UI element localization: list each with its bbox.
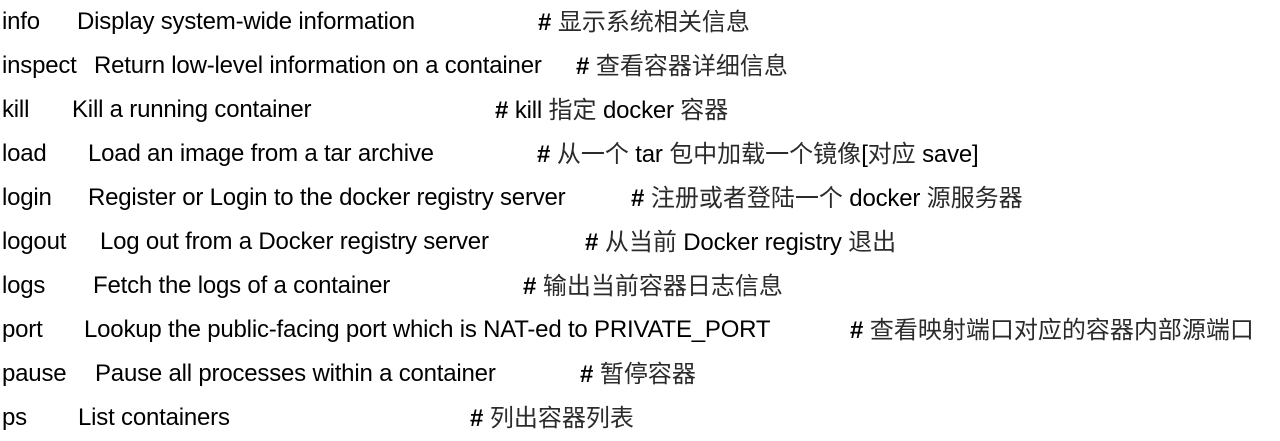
command-description: List containers <box>78 404 230 431</box>
command-name: logs <box>2 272 46 299</box>
command-comment-text: 从当前 Docker registry 退出 <box>604 228 897 256</box>
comment-han-run: 容器 <box>680 96 729 124</box>
comment-latin-run: kill <box>514 97 549 124</box>
hash-icon: # <box>585 229 599 256</box>
hash-icon: # <box>495 97 509 124</box>
command-description: Return low-level information on a contai… <box>94 52 542 79</box>
command-comment-text: 显示系统相关信息 <box>557 8 750 36</box>
comment-latin-run: docker <box>596 97 681 124</box>
command-name: logout <box>2 228 67 255</box>
command-description: Log out from a Docker registry server <box>100 228 489 255</box>
comment-latin-run: [ <box>861 141 868 168</box>
comment-han-run: 从一个 <box>556 140 629 168</box>
comment-latin-run: docker <box>842 185 927 212</box>
comment-han-run: 包中加载一个镜像 <box>669 140 862 168</box>
hash-icon: # <box>537 141 551 168</box>
command-row: login Register or Login to the docker reg… <box>0 176 1280 220</box>
hash-icon: # <box>538 9 552 36</box>
comment-han-run: 注册或者登陆一个 <box>650 184 843 212</box>
command-row: inspect Return low-level information on a… <box>0 44 1280 88</box>
comment-han-run: 退出 <box>848 228 897 256</box>
comment-han-run: 暂停容器 <box>599 360 696 388</box>
command-name: pause <box>2 360 67 387</box>
hash-icon: # <box>580 361 594 388</box>
command-row: logout Log out from a Docker registry ser… <box>0 220 1280 264</box>
command-name: kill <box>2 96 30 123</box>
command-row: ps List containers # 列出容器列表 <box>0 396 1280 440</box>
comment-han-run: 输出当前容器日志信息 <box>542 272 783 300</box>
command-description: Load an image from a tar archive <box>88 140 434 167</box>
command-comment-text: 从一个 tar 包中加载一个镜像[对应 save] <box>556 140 979 168</box>
hash-icon: # <box>576 53 590 80</box>
command-comment: # 显示系统相关信息 <box>538 0 750 45</box>
command-comment-text: 查看容器详细信息 <box>595 52 788 80</box>
command-description: Pause all processes within a container <box>95 360 496 387</box>
command-comment-text: 列出容器列表 <box>489 404 634 432</box>
comment-han-run: 源服务器 <box>926 184 1023 212</box>
comment-latin-run: Docker registry <box>676 229 849 256</box>
comment-han-run: 对应 <box>867 140 916 168</box>
hash-icon: # <box>850 317 864 344</box>
command-comment-text: kill 指定 docker 容器 <box>514 96 729 124</box>
command-name: inspect <box>2 52 77 79</box>
command-row: load Load an image from a tar archive # 从一… <box>0 132 1280 176</box>
command-comment: # 从一个 tar 包中加载一个镜像[对应 save] <box>537 132 979 177</box>
command-comment: # 注册或者登陆一个 docker 源服务器 <box>631 176 1023 221</box>
command-description: Kill a running container <box>72 96 312 123</box>
comment-han-run: 列出容器列表 <box>489 404 634 432</box>
command-comment: # 列出容器列表 <box>470 396 634 441</box>
command-comment-text: 输出当前容器日志信息 <box>542 272 783 300</box>
command-name: login <box>2 184 52 211</box>
command-comment-text: 暂停容器 <box>599 360 696 388</box>
hash-icon: # <box>470 405 484 432</box>
command-comment-text: 注册或者登陆一个 docker 源服务器 <box>650 184 1023 212</box>
command-comment: # 从当前 Docker registry 退出 <box>585 220 896 265</box>
command-description: Display system-wide information <box>77 8 415 35</box>
comment-han-run: 查看映射端口对应的容器内部源端口 <box>869 316 1254 344</box>
command-name: load <box>2 140 47 167</box>
command-description: Lookup the public-facing port which is N… <box>84 316 771 343</box>
comment-han-run: 指定 <box>548 96 597 124</box>
comment-han-run: 查看容器详细信息 <box>595 52 788 80</box>
comment-han-run: 从当前 <box>604 228 677 256</box>
command-row: logs Fetch the logs of a container # 输出当前容… <box>0 264 1280 308</box>
command-comment: # 查看容器详细信息 <box>576 44 788 89</box>
command-row: kill Kill a running container # kill 指定 do… <box>0 88 1280 132</box>
command-name: ps <box>2 404 27 431</box>
command-comment: # 输出当前容器日志信息 <box>523 264 783 309</box>
command-description: Register or Login to the docker registry… <box>88 184 566 211</box>
command-row: port Lookup the public-facing port which … <box>0 308 1280 352</box>
comment-latin-run: tar <box>628 141 670 168</box>
command-comment: # 查看映射端口对应的容器内部源端口 <box>850 308 1254 353</box>
command-name: port <box>2 316 43 343</box>
hash-icon: # <box>523 273 537 300</box>
command-comment-text: 查看映射端口对应的容器内部源端口 <box>869 316 1254 344</box>
comment-han-run: 显示系统相关信息 <box>557 8 750 36</box>
command-comment: # kill 指定 docker 容器 <box>495 88 728 133</box>
command-name: info <box>2 8 40 35</box>
hash-icon: # <box>631 185 645 212</box>
command-row: pause Pause all processes within a contai… <box>0 352 1280 396</box>
command-comment: # 暂停容器 <box>580 352 696 397</box>
command-row: info Display system-wide information # 显示系… <box>0 0 1280 44</box>
command-description: Fetch the logs of a container <box>93 272 391 299</box>
comment-latin-run: save] <box>915 141 979 168</box>
